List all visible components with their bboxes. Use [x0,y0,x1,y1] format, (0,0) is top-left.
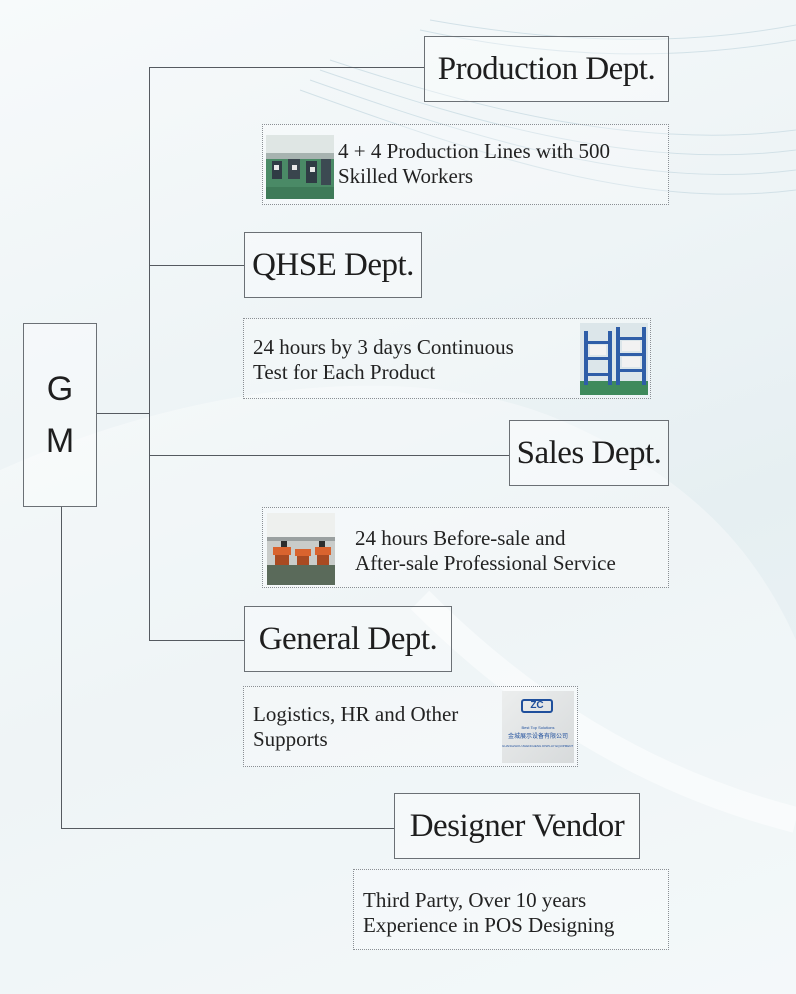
general-description-box: Logistics, HR and Other Supports ZC Best… [243,686,578,767]
designer-vendor-title: Designer Vendor [409,807,625,844]
production-dept-title: Production Dept. [437,50,656,87]
production-description-line-2: Skilled Workers [338,164,473,188]
sales-office-photo [267,513,335,585]
connector-gm-down [61,507,62,829]
designer-vendor-box: Designer Vendor [394,793,640,859]
company-logo-tagline: Best Top Solutions [521,725,555,730]
sales-description-box: 24 hours Before-sale and After-sale Prof… [262,507,669,588]
connector-sales [149,455,509,456]
connector-gm-trunk [97,413,150,414]
general-dept-title: General Dept. [258,620,438,657]
qhse-description-box: 24 hours by 3 days Continuous Test for E… [243,318,651,399]
general-description-line-1: Logistics, HR and Other [253,702,459,726]
company-logo-name-en: GUANGZHOU ZHENCHENG DISPLAY EQUIPMENT CO… [502,744,574,748]
company-logo-name-cn: 金城展示设备有限公司 [507,733,568,740]
sales-description-line-2: After-sale Professional Service [355,551,616,575]
designer-description-box: Third Party, Over 10 years Experience in… [353,869,669,950]
connector-general [149,640,244,641]
gm-box: G M [23,323,97,507]
qhse-test-rack-photo [580,323,648,395]
designer-description-line-2: Experience in POS Designing [363,913,615,937]
connector-designer [61,828,394,829]
company-logo-sign: ZC Best Top Solutions 金城展示设备有限公司 GUANGZH… [502,691,574,763]
qhse-description-line-1: 24 hours by 3 days Continuous [253,335,514,359]
gm-letter-m: M [45,422,75,460]
sales-dept-title: Sales Dept. [516,434,662,471]
production-line-photo [266,135,334,199]
designer-description-line-1: Third Party, Over 10 years [363,888,587,912]
production-description-box: 4 + 4 Production Lines with 500 Skilled … [262,124,669,205]
connector-qhse [149,265,244,266]
production-description-line-1: 4 + 4 Production Lines with 500 [338,139,610,163]
qhse-description-line-2: Test for Each Product [253,360,436,384]
qhse-dept-box: QHSE Dept. [244,232,422,298]
connector-trunk [149,67,150,641]
general-dept-box: General Dept. [244,606,452,672]
production-dept-box: Production Dept. [424,36,669,102]
sales-description-line-1: 24 hours Before-sale and [355,526,566,550]
sales-dept-box: Sales Dept. [509,420,669,486]
qhse-dept-title: QHSE Dept. [252,246,414,283]
gm-letter-g: G [46,370,74,408]
connector-production [149,67,424,68]
general-description-line-2: Supports [253,727,328,751]
company-logo-mark: ZC [521,699,553,713]
